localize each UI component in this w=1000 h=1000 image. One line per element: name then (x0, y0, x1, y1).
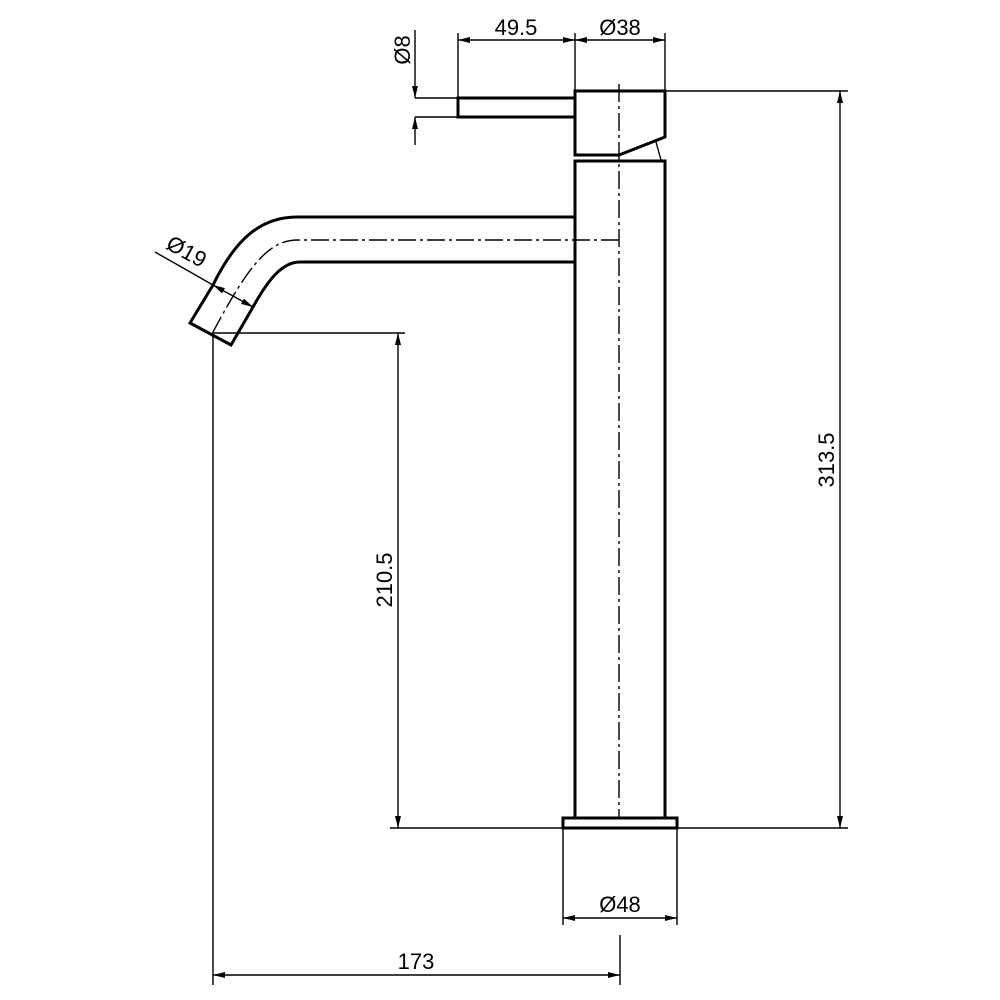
dim-cap-diameter: Ø38 (599, 15, 641, 40)
body-column (573, 159, 667, 820)
spout-centerline (211, 239, 619, 335)
spout-inner (251, 260, 575, 308)
dim-spout-diameter: Ø19 (162, 230, 210, 272)
base-flange (561, 816, 679, 830)
faucet-outline (187, 84, 679, 830)
dim-handle-length: 49.5 (495, 15, 538, 40)
dim-spout-height: 210.5 (372, 552, 397, 607)
dim-handle-diameter: Ø8 (390, 35, 415, 64)
dim-spout-reach: 173 (398, 949, 435, 974)
dim-total-height: 313.5 (814, 432, 839, 487)
spout-outer (211, 215, 575, 286)
cartridge-cap (573, 89, 667, 157)
dimension-lines (154, 30, 848, 985)
dimension-labels: 49.5 Ø38 Ø8 Ø19 313.5 210.5 Ø48 173 (162, 15, 839, 974)
spout-outlet (187, 284, 255, 348)
dim-base-diameter: Ø48 (599, 892, 641, 917)
lever-handle (456, 96, 577, 119)
